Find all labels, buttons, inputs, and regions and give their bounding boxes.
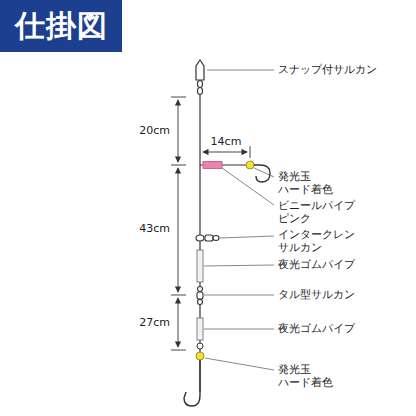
part-label: 夜光ゴムパイプ	[278, 258, 355, 271]
bottom-hook	[184, 343, 204, 406]
leader-lines	[204, 70, 274, 370]
dimension-label: 20cm	[139, 124, 170, 138]
branch	[200, 161, 270, 182]
interlock-swivel	[196, 235, 219, 241]
snap-swivel	[196, 60, 204, 95]
dimension-vertical	[171, 97, 186, 350]
part-label: 夜光ゴムパイプ	[278, 322, 355, 335]
dimension-label: 43cm	[139, 222, 170, 236]
part-label: スナップ付サルカン	[278, 63, 377, 76]
dimension-label: 27cm	[139, 316, 170, 330]
glow-tube	[197, 250, 203, 282]
dimension-label: 14cm	[211, 135, 242, 149]
glow-bead	[246, 161, 254, 169]
part-label: ビニールパイプ ピンク	[278, 199, 343, 225]
part-label: インタークレン サルカン	[278, 228, 343, 254]
vinyl-pipe	[203, 162, 222, 169]
part-label: 発光玉 ハード着色	[278, 170, 343, 196]
part-label: 発光玉 ハード着色	[278, 363, 343, 389]
part-label: タル型サルカン	[278, 288, 355, 301]
title-banner: 仕掛図	[0, 0, 122, 52]
barrel-swivel	[197, 287, 203, 305]
glow-tube	[197, 318, 203, 340]
hook	[254, 165, 270, 182]
